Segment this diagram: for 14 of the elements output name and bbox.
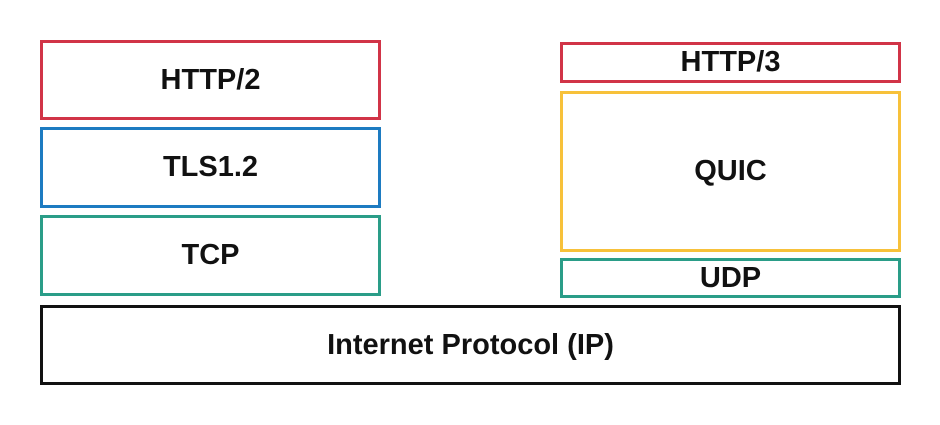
layer-label: TLS1.2	[162, 151, 258, 184]
protocol-layer-box	[560, 91, 901, 252]
protocol-layer-box	[40, 305, 901, 385]
protocol-layer-box	[560, 258, 901, 298]
layer-label: QUIC	[694, 155, 767, 188]
protocol-layer-box	[40, 127, 381, 208]
layer-label: HTTP/2	[160, 64, 260, 96]
layer-label: TCP	[182, 239, 240, 272]
layer-label: Internet Protocol (IP)	[327, 328, 614, 362]
protocol-layer-box	[560, 42, 901, 83]
layer-label: HTTP/3	[680, 46, 780, 79]
protocol-layer-box	[40, 215, 381, 296]
protocol-layer-box	[40, 40, 381, 120]
layer-label: UDP	[700, 262, 762, 294]
